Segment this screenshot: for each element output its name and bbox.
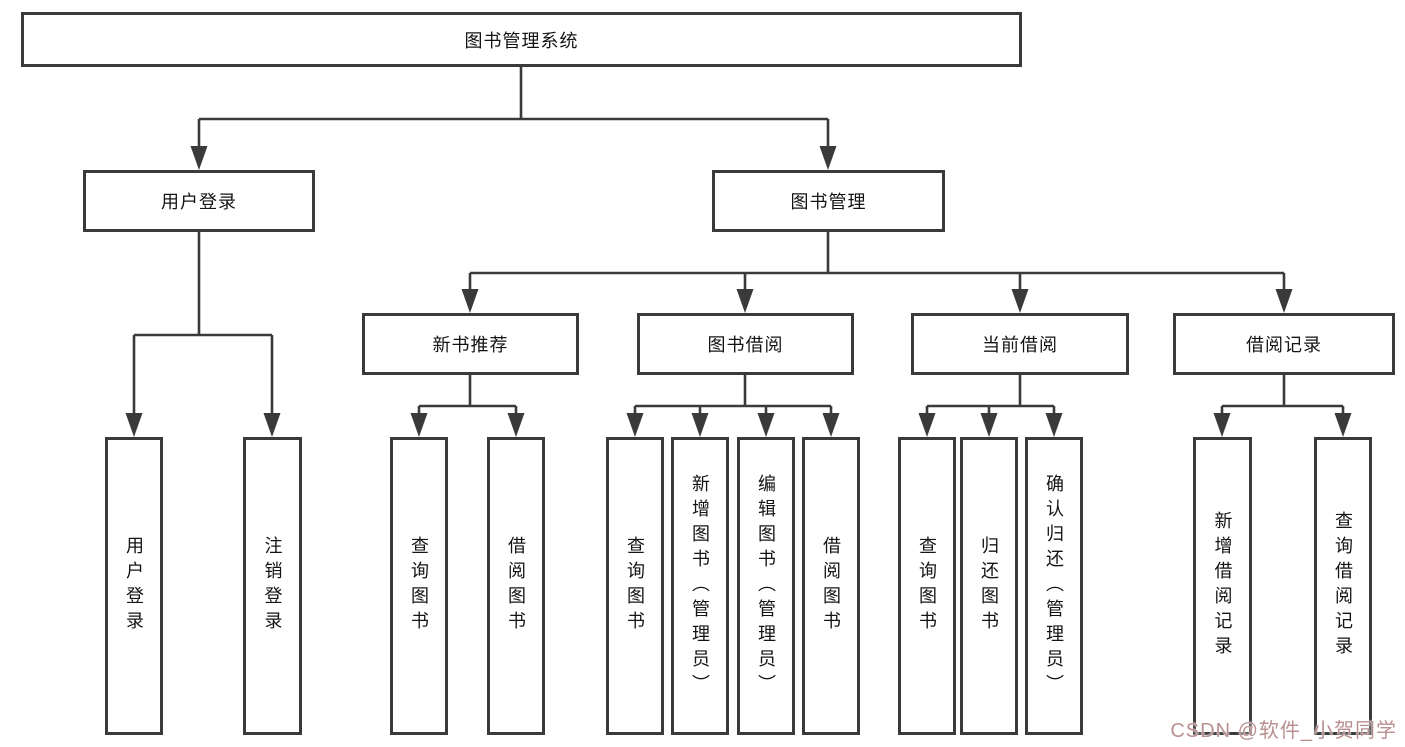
node-borrow-records: 借阅记录 [1173,313,1395,375]
node-new-books: 新书推荐 [362,313,579,375]
node-current-borrow: 当前借阅 [911,313,1129,375]
node-book-borrow: 图书借阅 [637,313,854,375]
node-new-books-label: 新书推荐 [432,335,509,355]
leaf-user-login: 用户登录 [105,437,163,735]
leaf-bb-add-books: 新增图书（管理员） [671,437,729,735]
leaf-user-login-label: 用户登录 [124,536,144,636]
node-borrow-records-label: 借阅记录 [1246,335,1322,355]
node-current-borrow-label: 当前借阅 [982,335,1058,355]
leaf-cb-return-books-label: 归还图书 [979,536,999,636]
node-book-mgmt: 图书管理 [712,170,945,232]
leaf-bb-borrow-books: 借阅图书 [802,437,860,735]
leaf-cb-confirm-return-label: 确认归还（管理员） [1044,473,1064,699]
leaf-bb-query-books: 查询图书 [606,437,664,735]
leaf-nb-borrow-books: 借阅图书 [487,437,545,735]
node-book-borrow-label: 图书借阅 [707,335,784,355]
leaf-bb-borrow-books-label: 借阅图书 [821,536,841,636]
arrowheads [125,146,1352,437]
leaf-bb-edit-books-label: 编辑图书（管理员） [756,473,776,699]
leaf-nb-borrow-books-label: 借阅图书 [506,536,526,636]
leaf-nb-query-books: 查询图书 [390,437,448,735]
node-user-login: 用户登录 [83,170,315,232]
leaf-br-add-record: 新增借阅记录 [1193,437,1252,735]
leaf-bb-edit-books: 编辑图书（管理员） [737,437,795,735]
leaf-cb-confirm-return: 确认归还（管理员） [1025,437,1083,735]
leaf-cb-query-books-label: 查询图书 [917,536,937,636]
leaf-bb-add-books-label: 新增图书（管理员） [690,473,710,699]
leaf-logout-label: 注销登录 [262,536,283,636]
leaf-cb-return-books: 归还图书 [960,437,1018,735]
leaf-br-query-record: 查询借阅记录 [1314,437,1372,735]
leaf-bb-query-books-label: 查询图书 [625,536,645,636]
node-root: 图书管理系统 [21,12,1022,67]
leaf-nb-query-books-label: 查询图书 [409,536,429,636]
leaf-logout: 注销登录 [243,437,302,735]
node-root-label: 图书管理系统 [464,30,579,51]
node-book-mgmt-label: 图书管理 [790,192,867,212]
node-user-login-label: 用户登录 [161,192,237,212]
leaf-br-query-record-label: 查询借阅记录 [1333,511,1353,661]
leaf-br-add-record-label: 新增借阅记录 [1212,511,1233,661]
leaf-cb-query-books: 查询图书 [898,437,956,735]
csdn-watermark: CSDN @软件_小贺同学 [1170,720,1397,742]
